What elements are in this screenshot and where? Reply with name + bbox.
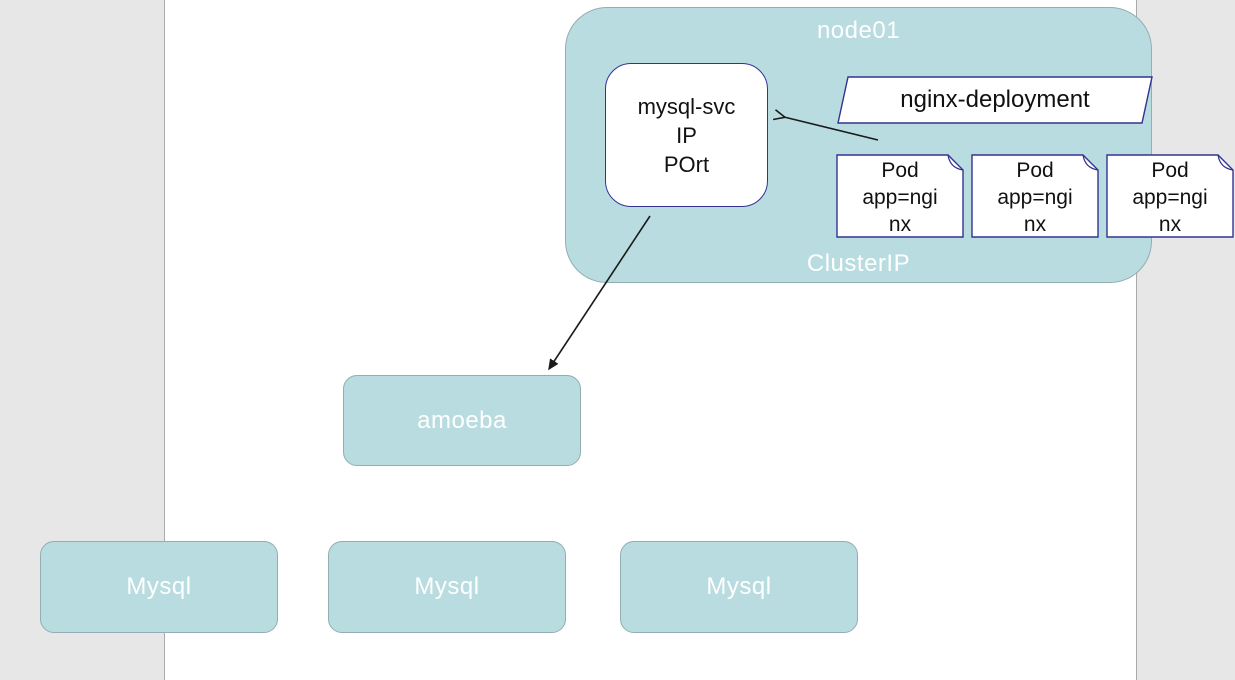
pod-shape-1[interactable] (836, 154, 964, 238)
service-line-2: IP (676, 122, 697, 148)
pod-shape-3[interactable] (1106, 154, 1234, 238)
amoeba-box[interactable]: amoeba (343, 375, 581, 466)
pod-label-3: Pod app=ngi nx (1107, 157, 1233, 237)
mysql-label-1: Mysql (126, 573, 192, 600)
service-line-1: mysql-svc (637, 93, 736, 119)
nginx-deployment-label: nginx-deployment (900, 86, 1090, 113)
mysql-box-1[interactable]: Mysql (40, 541, 278, 633)
pod1-line2: app=ngi (862, 186, 938, 209)
mysql-svc-box[interactable]: mysql-svc IP POrt (605, 63, 768, 207)
arrow-deployment-to-service[interactable] (784, 117, 879, 141)
pod1-line3: nx (888, 213, 912, 236)
pod2-line1: Pod (1016, 159, 1054, 182)
service-line-3: POrt (663, 151, 710, 177)
mysql-box-2[interactable]: Mysql (328, 541, 566, 633)
nginx-deployment-shape[interactable] (837, 76, 1153, 124)
pod2-line2: app=ngi (997, 186, 1073, 209)
mysql-label-3: Mysql (706, 573, 772, 600)
pod-label-2: Pod app=ngi nx (972, 157, 1098, 237)
cluster-ip-label: ClusterIP (806, 250, 911, 277)
pod-shape-2[interactable] (971, 154, 1099, 238)
arrow-service-to-amoeba[interactable] (548, 215, 651, 371)
amoeba-label: amoeba (417, 406, 507, 434)
mysql-label-2: Mysql (414, 573, 480, 600)
right-gutter (1136, 0, 1235, 680)
pod-label-1: Pod app=ngi nx (837, 157, 963, 237)
pod3-line3: nx (1158, 213, 1182, 236)
node01-title: node01 (816, 17, 901, 44)
pod3-line2: app=ngi (1132, 186, 1208, 209)
pod2-line3: nx (1023, 213, 1047, 236)
mysql-box-3[interactable]: Mysql (620, 541, 858, 633)
pod3-line1: Pod (1151, 159, 1189, 182)
pod1-line1: Pod (881, 159, 919, 182)
